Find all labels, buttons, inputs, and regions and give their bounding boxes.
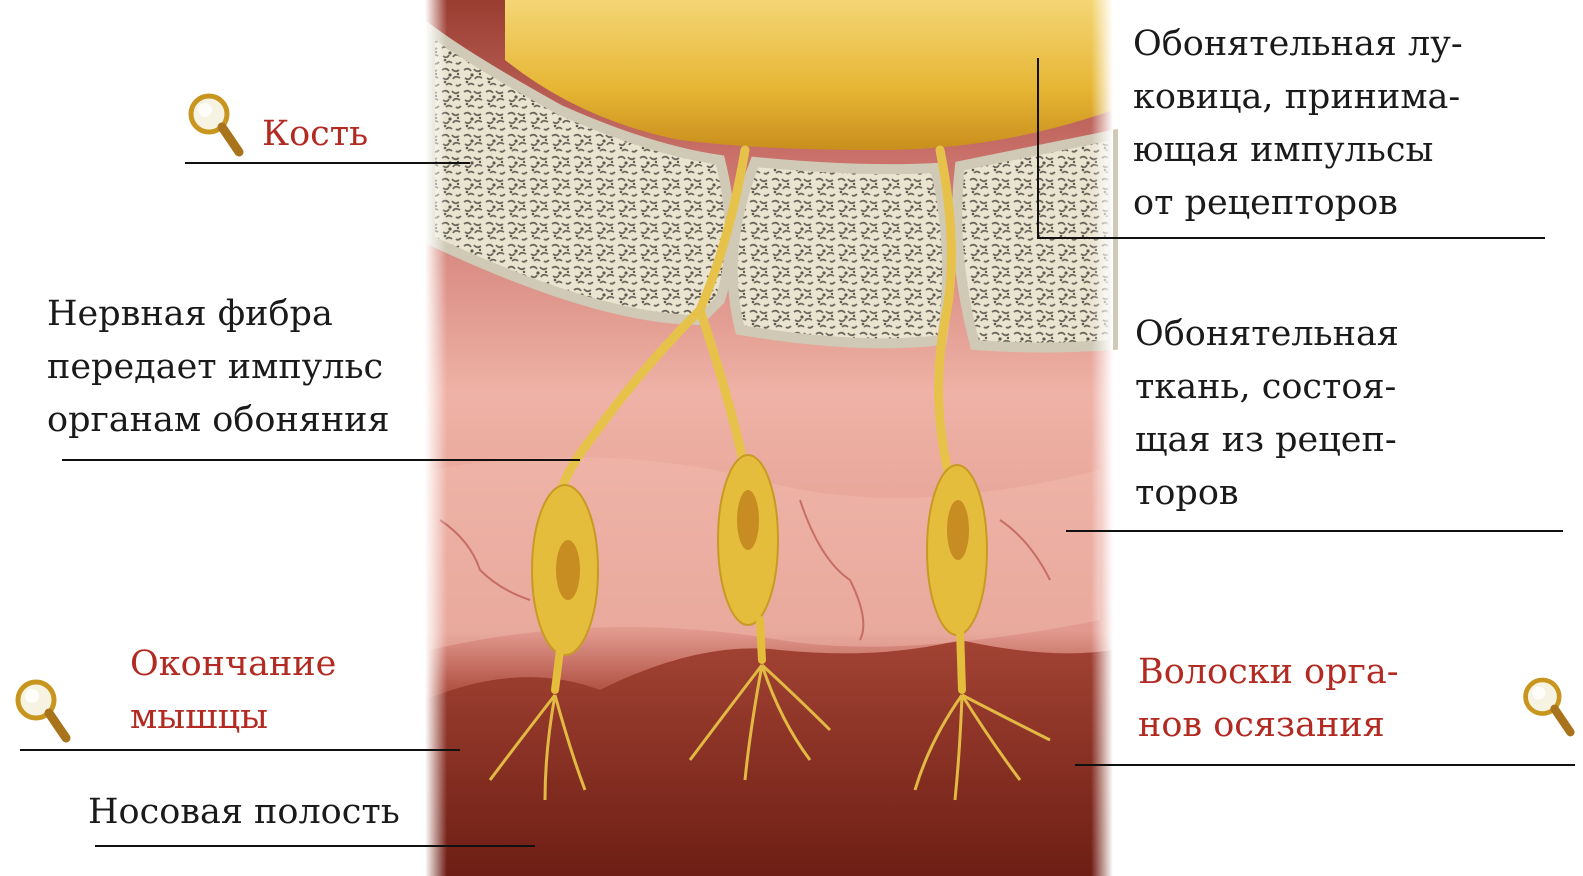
leader-bulb [1037, 237, 1545, 239]
magnifier-icon[interactable] [12, 676, 72, 746]
leader-nasal-cavity [95, 845, 535, 847]
leader-muscle-ending [20, 749, 460, 751]
magnifier-icon[interactable] [1520, 672, 1576, 742]
label-nasal-cavity: Носовая полость [88, 786, 400, 839]
label-bone[interactable]: Кость [262, 108, 368, 161]
leader-olfactory-tissue [1066, 530, 1563, 532]
leader-nerve-fiber [62, 459, 580, 461]
label-touch-hairs[interactable]: Волоски орга- нов осязания [1138, 646, 1399, 752]
leader-bone [185, 162, 470, 164]
magnifier-icon[interactable] [185, 90, 245, 160]
leader-bulb-vertical [1037, 58, 1039, 238]
label-olfactory-tissue: Обонятельная ткань, состоя- щая из рецеп… [1135, 308, 1399, 520]
label-olfactory-bulb: Обонятельная лу- ковица, принима- ющая и… [1133, 18, 1463, 230]
leader-touch-hairs [1075, 764, 1575, 766]
label-muscle-ending[interactable]: Окончание мышцы [130, 638, 336, 744]
label-nerve-fiber: Нервная фибра передает импульс органам о… [47, 288, 390, 447]
